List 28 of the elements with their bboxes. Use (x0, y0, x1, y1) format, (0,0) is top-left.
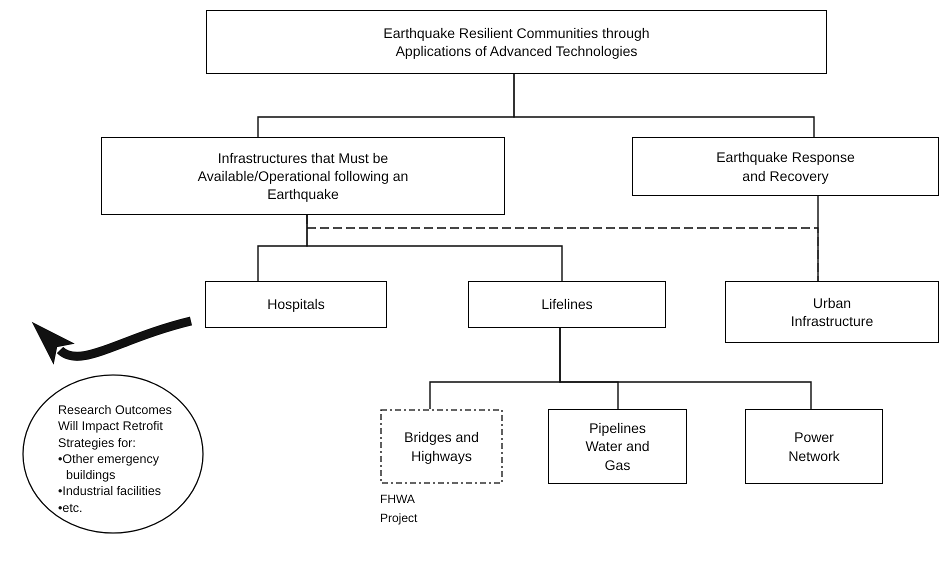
category-box (632, 137, 939, 196)
goal-box (206, 10, 827, 74)
box-label: Pipelines Water and Gas (584, 419, 651, 474)
connector-line (306, 215, 563, 281)
box-label: Earthquake Resilient Communities through Applications of Advanced Technologies (382, 24, 651, 60)
box-label: Lifelines (541, 295, 593, 314)
box-label: Bridges and Highways (403, 428, 480, 465)
project-note: FHWA Project (380, 491, 418, 528)
system-box (745, 409, 883, 484)
box-label: Hospitals (267, 295, 325, 314)
facility-box (468, 281, 666, 328)
outcome-text: •Industrial facilities (58, 483, 162, 500)
connector-line (513, 74, 815, 137)
box-label: Infrastructures that Must be Available/Operational following an Earthquake (196, 148, 410, 204)
box-label: Earthquake Response and Recovery (715, 148, 856, 185)
box-label: Power Network (787, 428, 841, 465)
box-label: Urban Infrastructure (790, 294, 874, 330)
facility-box (205, 281, 387, 328)
connector-line (817, 195, 819, 281)
system-box (548, 409, 687, 484)
category-box (101, 137, 505, 215)
project-box (380, 409, 503, 484)
facility-box (725, 281, 939, 343)
outcome-text: Research Outcomes Will Impact Retrofit Strategies for: (58, 402, 173, 451)
connector-line (559, 328, 812, 409)
outcome-text: •etc. (58, 500, 83, 516)
outcome-ellipse (22, 374, 204, 534)
outcome-text: •Other emergency buildings (58, 450, 160, 484)
